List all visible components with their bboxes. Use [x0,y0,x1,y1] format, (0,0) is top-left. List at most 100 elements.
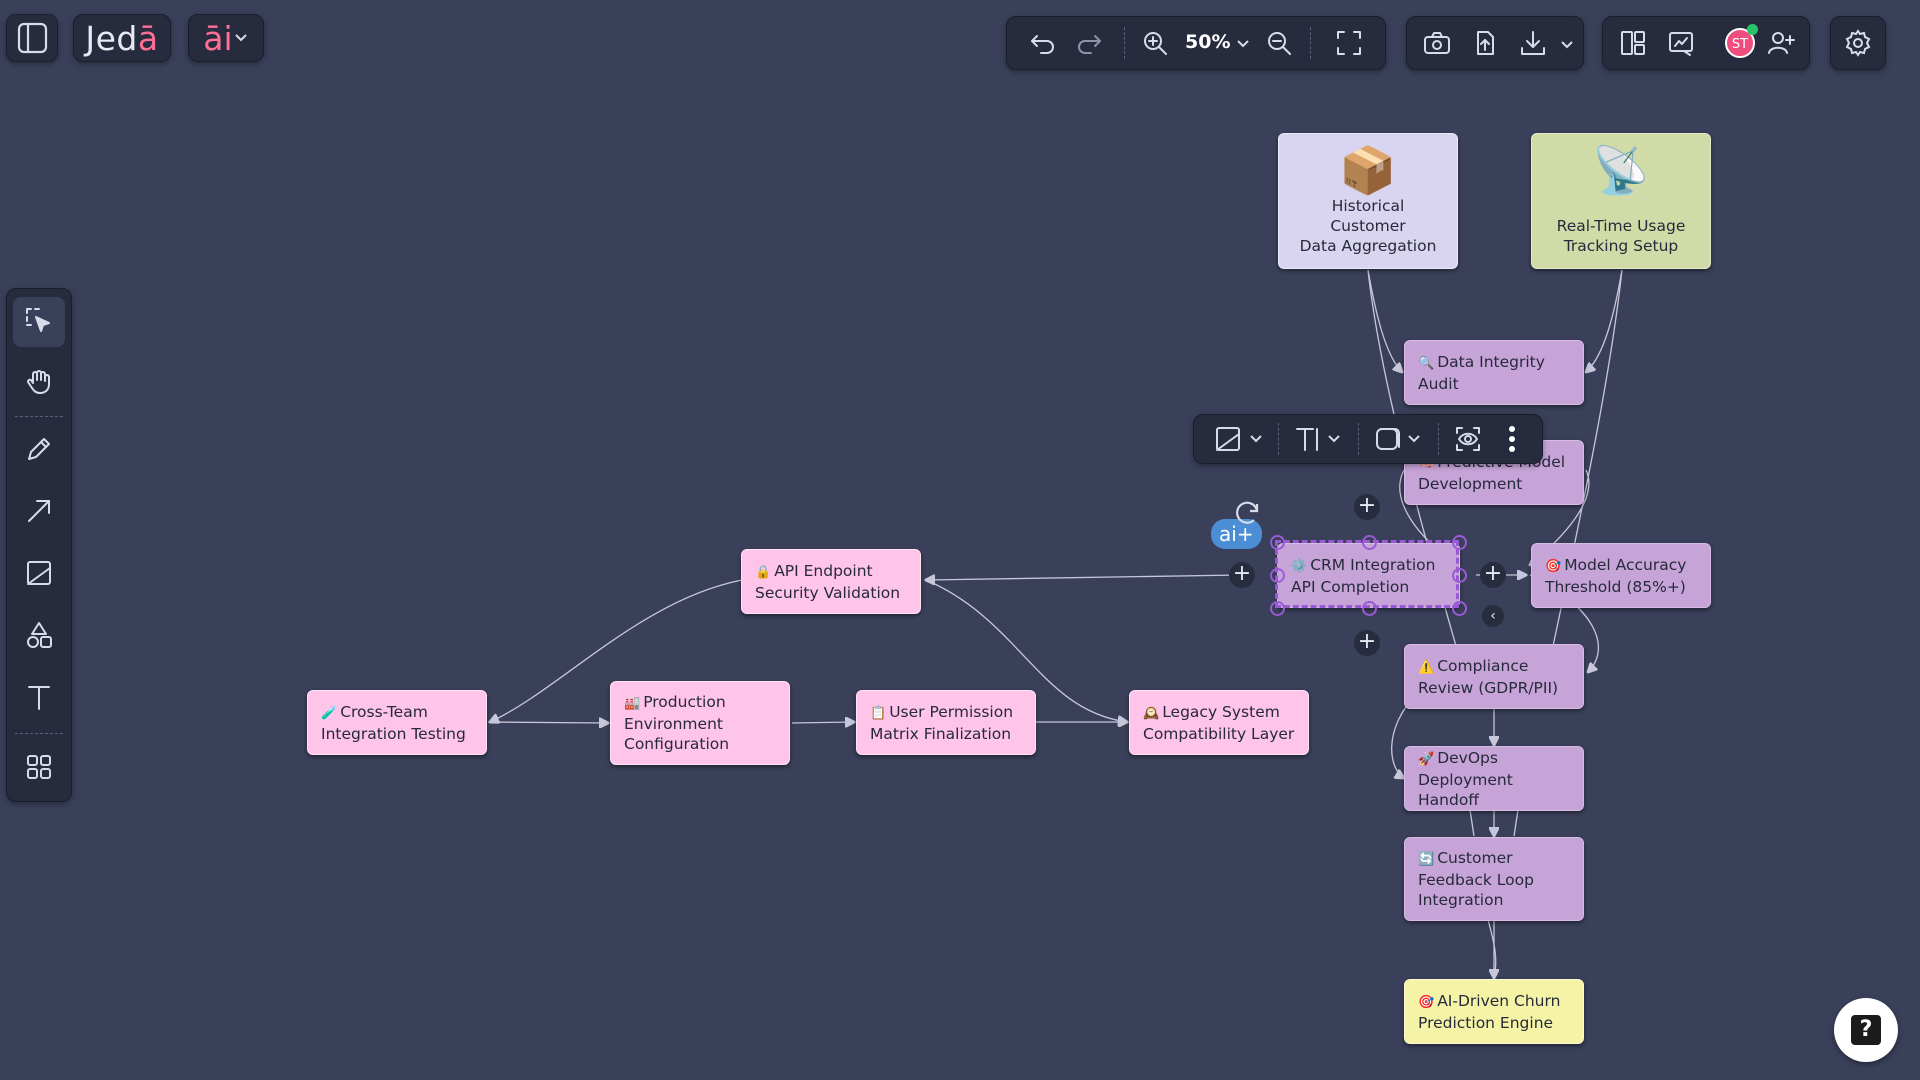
text-icon [28,686,50,710]
ai-menu-label: āi [203,18,233,58]
fit-screen-icon [1337,31,1361,55]
connector-realtime-to-integrity [1586,269,1623,372]
resize-handle-top[interactable] [1362,535,1377,550]
redo-button[interactable] [1067,21,1111,65]
templates-tool-button[interactable] [17,745,61,789]
screenshot-button[interactable] [1415,21,1459,65]
node-label-line2: Feedback Loop [1418,871,1534,889]
presentation-button[interactable] [1659,21,1703,65]
node-label-line3: Integration [1418,891,1504,909]
more-vertical-icon [1509,426,1515,452]
camera-icon [1424,32,1450,54]
logo-text: Jed [85,18,138,58]
settings-button[interactable] [1830,16,1886,70]
warning-icon: ⚠️ [1418,659,1435,675]
hand-tool-button[interactable] [17,359,61,403]
chevron-down-icon[interactable] [1559,39,1575,51]
node-realtime-usage-tracking[interactable]: 📡 Real-Time Usage Tracking Setup [1531,133,1711,269]
resize-handle-bottom[interactable] [1362,601,1377,616]
node-label-line1: Historical Customer [1330,197,1406,235]
select-tool[interactable] [17,299,61,343]
sticky-note-icon [27,561,51,585]
zoom-out-icon [1268,32,1291,55]
upload-button[interactable] [1463,21,1507,65]
focus-view-button[interactable] [1446,417,1490,461]
help-button[interactable]: ? [1834,998,1898,1062]
chevron-down-icon[interactable] [1248,433,1264,445]
resize-handle-right[interactable] [1452,568,1467,583]
zoom-in-button[interactable] [1133,21,1177,65]
chevron-down-icon[interactable] [1326,433,1342,445]
upload-file-icon [1477,31,1494,55]
add-node-right-button[interactable]: + [1480,562,1506,588]
factory-icon: 🏭 [624,696,641,711]
node-label-line2: Prediction Engine [1418,1013,1554,1032]
ai-plus-button[interactable]: ai+ [1211,519,1262,549]
gear-icon [1845,29,1871,57]
node-style-button[interactable] [1206,417,1250,461]
sidebar-toggle-icon [17,22,48,54]
text-format-button[interactable] [1286,417,1330,461]
collapse-button[interactable]: ‹ [1482,605,1504,627]
resize-handle-top-left[interactable] [1270,535,1285,550]
tools-sidebar [6,288,72,802]
lock-icon: 🔒 [755,564,772,580]
download-button[interactable] [1511,21,1555,65]
more-options-button[interactable] [1502,423,1522,455]
node-label-line1: Customer [1437,849,1513,867]
undo-button[interactable] [1021,21,1065,65]
add-node-left-button[interactable]: + [1229,562,1255,588]
zoom-level-dropdown[interactable]: 50% [1185,29,1255,57]
test-tube-icon: 🧪 [321,705,338,721]
shape-style-button[interactable] [1366,417,1410,461]
resize-handle-bottom-right[interactable] [1452,601,1467,616]
export-toolbar [1406,16,1584,70]
grid-icon [27,755,51,779]
text-tool-button[interactable] [17,675,61,719]
arrow-tool-button[interactable] [17,489,61,533]
node-historical-customer-data[interactable]: 📦 Historical Customer Data Aggregation [1278,133,1458,269]
hand-icon [27,370,50,394]
zoom-out-button[interactable] [1257,21,1301,65]
layout-panel-button[interactable] [1611,21,1655,65]
chevron-down-icon[interactable] [1406,433,1422,445]
zoom-in-icon [1144,32,1167,55]
sticky-note-tool-button[interactable] [17,551,61,595]
text-icon [1296,428,1318,451]
selection-box [1275,540,1459,608]
node-label-line1: CRM Integration [1310,555,1436,574]
pen-tool-button[interactable] [17,427,61,471]
arrow-icon [28,500,50,522]
invite-user-button[interactable] [1759,21,1803,65]
undo-icon [1031,35,1054,54]
add-node-top-button[interactable]: + [1354,494,1380,520]
history-zoom-toolbar: 50% [1006,16,1386,70]
add-node-bottom-button[interactable]: + [1354,630,1380,656]
select-cursor-icon [26,308,50,332]
sidebar-toggle-button[interactable] [6,14,58,62]
chevron-down-icon [1237,40,1249,48]
resize-handle-bottom-left[interactable] [1270,601,1285,616]
app-logo[interactable]: Jedā [73,14,171,62]
resize-handle-left[interactable] [1270,568,1285,583]
ai-menu-button[interactable]: āi [188,14,264,62]
resize-handle-top-right[interactable] [1452,535,1467,550]
fit-to-screen-button[interactable] [1327,21,1371,65]
separator [15,416,63,417]
shapes-tool-button[interactable] [17,613,61,657]
connector-crossteam-to-production [487,722,608,723]
online-presence-indicator [1747,24,1758,35]
rotate-icon[interactable] [1233,498,1263,528]
